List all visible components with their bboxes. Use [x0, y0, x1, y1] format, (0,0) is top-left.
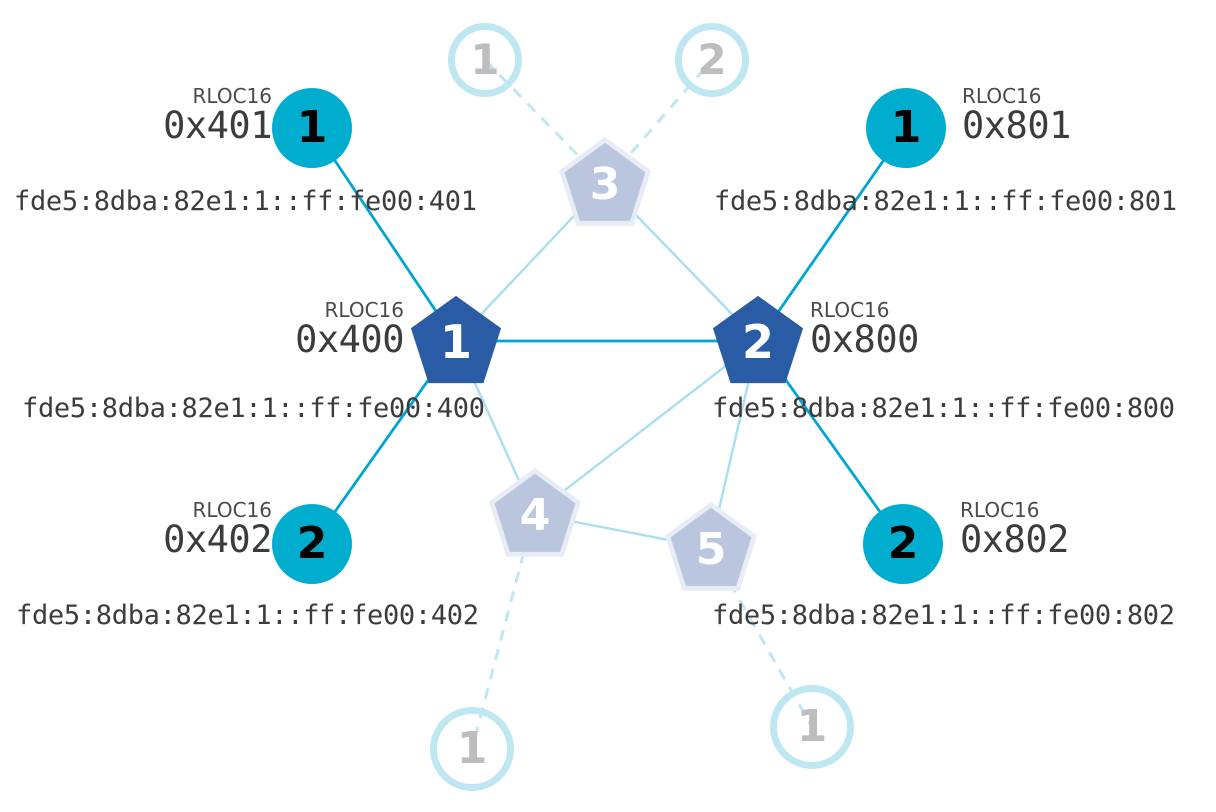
child-glyph: 1 [456, 723, 488, 774]
child-node-401[interactable]: 1 [272, 88, 352, 168]
label-router-400: RLOC16 0x400 [158, 300, 404, 360]
label-child-802: RLOC16 0x802 [960, 500, 1069, 560]
router-node-3[interactable]: 3 [556, 135, 654, 231]
router-glyph: 5 [695, 523, 727, 575]
child-glyph: 1 [890, 102, 922, 153]
child-glyph: 2 [296, 518, 328, 569]
child-node-top-right[interactable]: 2 [675, 23, 749, 97]
child-node-801[interactable]: 1 [866, 88, 946, 168]
child-node-bottom-right[interactable]: 1 [770, 685, 854, 769]
ipv6-child-402: fde5:8dba:82e1:1::ff:fe00:402 [16, 600, 479, 631]
rloc16-caption: RLOC16 [324, 298, 404, 322]
rloc16-caption: RLOC16 [810, 298, 890, 322]
ipv6-child-801: fde5:8dba:82e1:1::ff:fe00:801 [714, 186, 1177, 217]
child-glyph: 1 [296, 102, 328, 153]
router-node-1[interactable]: 1 [406, 292, 506, 390]
rloc16-value: 0x802 [960, 518, 1069, 561]
child-glyph: 1 [796, 701, 828, 752]
link-router2-child801 [756, 127, 908, 342]
child-glyph: 2 [887, 518, 919, 569]
rloc16-value: 0x400 [295, 318, 404, 361]
rloc16-value: 0x402 [163, 518, 272, 561]
ipv6-router-400: fde5:8dba:82e1:1::ff:fe00:400 [22, 393, 485, 424]
router-node-5[interactable]: 5 [662, 500, 760, 596]
router-glyph: 3 [589, 158, 621, 210]
router-glyph: 2 [741, 315, 774, 369]
rloc16-caption: RLOC16 [960, 498, 1040, 522]
pentagon-shape [664, 501, 758, 591]
rloc16-caption: RLOC16 [962, 84, 1042, 108]
label-child-401: RLOC16 0x401 [26, 86, 272, 146]
child-node-802[interactable]: 2 [863, 504, 943, 584]
router-node-4[interactable]: 4 [486, 466, 584, 562]
ipv6-router-800: fde5:8dba:82e1:1::ff:fe00:800 [712, 393, 1175, 424]
child-glyph: 2 [697, 35, 727, 84]
label-child-402: RLOC16 0x402 [26, 500, 272, 560]
router-glyph: 1 [439, 315, 472, 369]
router-glyph: 4 [519, 489, 551, 541]
rloc16-caption: RLOC16 [192, 498, 272, 522]
pentagon-shape [410, 295, 502, 384]
rloc16-caption: RLOC16 [192, 84, 272, 108]
child-node-bottom-left[interactable]: 1 [430, 707, 514, 791]
rloc16-value: 0x401 [163, 104, 272, 147]
link-router5-child-bottom-right [708, 547, 814, 728]
child-node-top-left[interactable]: 1 [448, 23, 522, 97]
label-router-800: RLOC16 0x800 [810, 300, 919, 360]
child-node-402[interactable]: 2 [272, 504, 352, 584]
pentagon-shape [488, 467, 582, 557]
pentagon-shape [712, 295, 804, 384]
rloc16-value: 0x801 [962, 104, 1071, 147]
rloc16-value: 0x800 [810, 318, 919, 361]
pentagon-shape [558, 136, 652, 226]
ipv6-child-401: fde5:8dba:82e1:1::ff:fe00:401 [14, 186, 477, 217]
link-router1-child401 [311, 127, 458, 342]
label-child-801: RLOC16 0x801 [962, 86, 1071, 146]
child-glyph: 1 [470, 35, 500, 84]
router-node-2[interactable]: 2 [708, 292, 808, 390]
ipv6-child-802: fde5:8dba:82e1:1::ff:fe00:802 [712, 600, 1175, 631]
link-router2-router4 [533, 340, 759, 515]
